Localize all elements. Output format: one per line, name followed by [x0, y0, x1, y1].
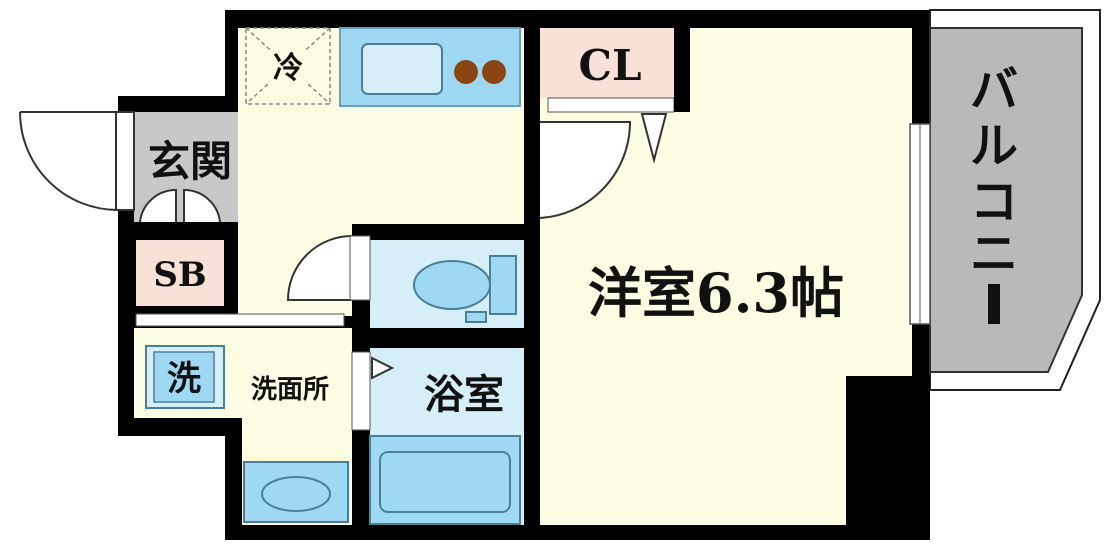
balcony-char: ル [970, 118, 1018, 174]
bathroom-door-icon [371, 356, 395, 380]
washer-space: 洗 [145, 345, 225, 409]
shoe-box-label: SB [153, 255, 206, 295]
fridge-space: 冷 [245, 27, 331, 105]
burner-icon [454, 60, 478, 84]
shoe-box [136, 240, 224, 306]
kitchen-counter [339, 27, 521, 107]
balcony-char: コ [970, 174, 1018, 230]
balcony-label: バ ル コ ニ [970, 62, 1018, 324]
toilet-icon [413, 255, 517, 323]
bathroom-label: 浴室 [424, 371, 504, 418]
burner-icon [482, 60, 506, 84]
closet-label: CL [579, 41, 642, 90]
doors [19, 111, 931, 431]
closet-door-icon [640, 113, 668, 164]
floors [134, 28, 912, 525]
sink-icon [361, 43, 443, 95]
fridge-label: 冷 [273, 51, 303, 86]
toilet-door-icon [286, 235, 353, 301]
western-room-floor [540, 28, 912, 525]
western-room-label: 洋室6.3帖 [588, 261, 844, 325]
washroom-label: 洗面所 [251, 375, 329, 405]
balcony-long-vowel [988, 284, 1000, 324]
bathtub-icon [369, 435, 521, 525]
entrance-label: 玄関 [148, 137, 232, 186]
balcony-char: ニ [970, 226, 1018, 282]
balcony-char: バ [970, 62, 1018, 118]
room-door-icon [539, 121, 632, 219]
closet-floor [540, 28, 674, 98]
wash-basin-icon [243, 461, 349, 523]
washer-label: 洗 [167, 359, 201, 399]
front-door-icon [19, 111, 119, 211]
